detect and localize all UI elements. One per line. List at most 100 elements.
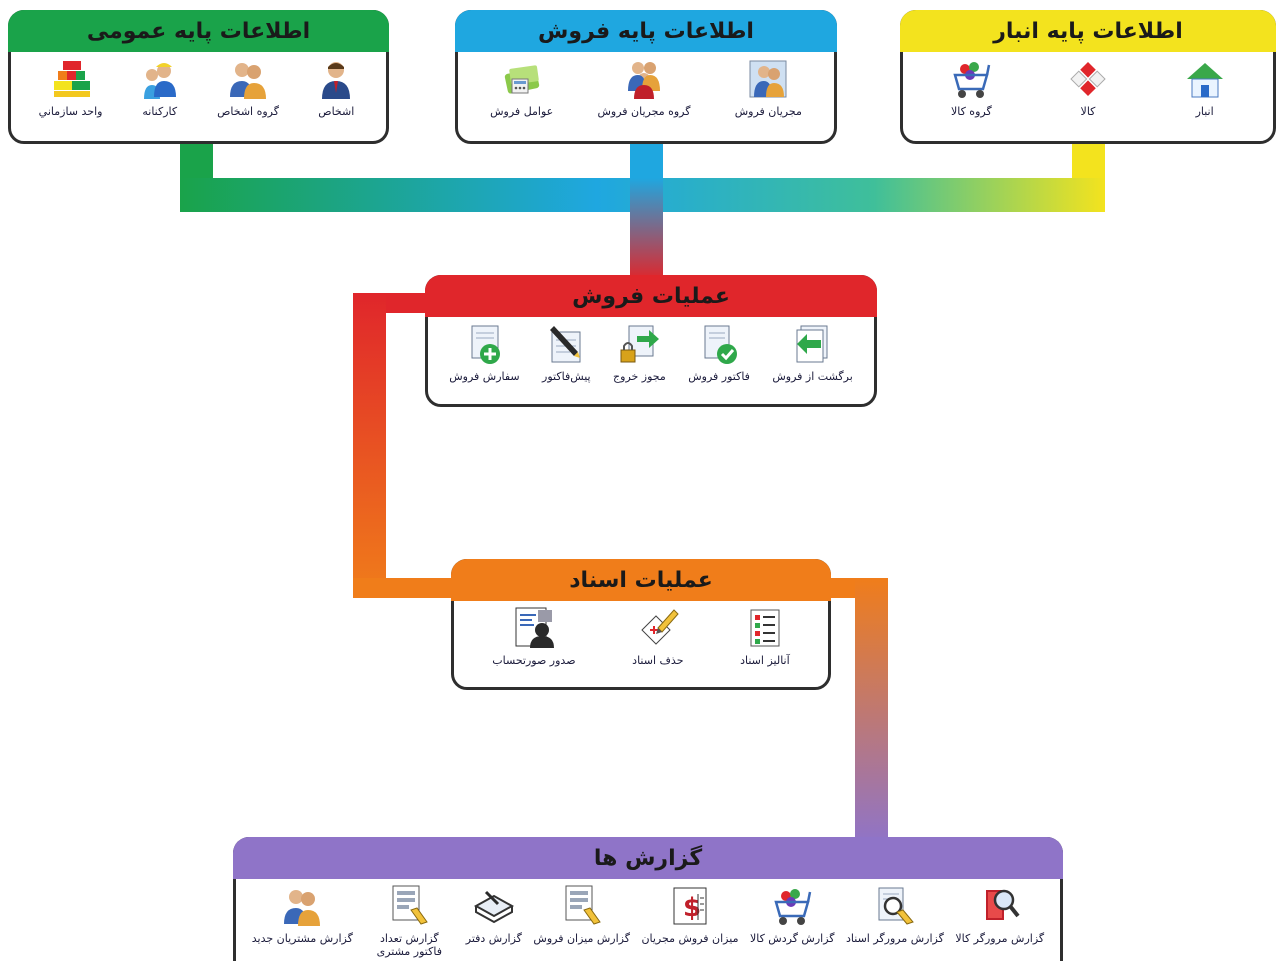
reports-item-new-customers-label: گزارش مشتریان جدید: [251, 932, 353, 945]
sales-ops-header: عملیات فروش: [425, 275, 877, 317]
reports-item-agents-sales-label: میزان فروش مجریان: [641, 932, 739, 945]
documents-item-billing[interactable]: صدور صورتحساب: [492, 606, 576, 667]
sales-ops-item-order[interactable]: سفارش فروش: [449, 322, 520, 383]
general-item-person-groups[interactable]: گروه اشخاص: [217, 57, 279, 118]
person-icon: [322, 62, 351, 99]
documents-title: عملیات اسناد: [569, 567, 713, 593]
general-item-staff-label: کارکنانه: [142, 105, 178, 118]
connector-right-vertical: [855, 578, 888, 843]
reports-item-docs-browser[interactable]: گزارش مرورگر اسناد: [846, 884, 944, 945]
general-item-org-unit-label: واحد سازماني: [38, 105, 103, 118]
reports-item-docs-browser-label: گزارش مرورگر اسناد: [846, 932, 944, 945]
connector-left-vertical: [353, 293, 386, 598]
sales-ops-title: عملیات فروش: [572, 283, 730, 309]
docs-browser-report-icon: [878, 887, 914, 925]
reports-item-new-customers[interactable]: گزارش مشتریان جدید: [252, 884, 353, 945]
sales-return-icon: [796, 325, 828, 363]
documents-panel: عملیات اسناد آنالیز اسناد حذف اسناد صدور…: [451, 559, 831, 690]
goods-turnover-report-icon: [774, 889, 812, 925]
warehouse-item-goods-group[interactable]: گروه کالا: [949, 57, 993, 118]
general-base-items: اشخاص گروه اشخاص کارکنانه واحد سازماني: [11, 57, 386, 137]
sales-ops-item-return[interactable]: برگشت از فروش: [772, 322, 853, 383]
pre-invoice-icon: [550, 326, 581, 363]
reports-item-customer-invoice-count[interactable]: گزارش تعداد فاکتور مشتری: [364, 884, 454, 958]
warehouse-base-title: اطلاعات پایه انبار: [993, 18, 1183, 44]
warehouse-item-warehouse-label: انبار: [1195, 105, 1214, 118]
reports-item-ledger[interactable]: گزارش دفتر: [466, 884, 522, 945]
reports-title: گزارش ها: [593, 845, 703, 871]
sales-ops-item-invoice[interactable]: فاکتور فروش: [688, 322, 750, 383]
sales-invoice-icon: [704, 325, 738, 364]
billing-icon: [515, 607, 554, 648]
sales-ops-item-exit-permit[interactable]: مجوز خروج: [613, 322, 666, 383]
connector-stem: [630, 178, 663, 280]
warehouse-item-goods-group-label: گروه کالا: [950, 105, 992, 118]
sales-ops-item-order-label: سفارش فروش: [449, 370, 520, 383]
new-customers-report-icon: [284, 890, 321, 926]
sales-factors-icon: [504, 65, 539, 94]
reports-item-customer-invoice-count-label: گزارش تعداد فاکتور مشتری: [376, 932, 442, 958]
documents-items: آنالیز اسناد حذف اسناد صدور صورتحساب: [454, 606, 828, 683]
sales-ops-item-pre-invoice-label: پیش‌فاکتور: [542, 370, 591, 383]
connector-left-bottom: [353, 578, 458, 598]
general-base-panel: اطلاعات پایه عمومی اشخاص گروه اشخاص کارک…: [8, 10, 389, 144]
documents-item-billing-label: صدور صورتحساب: [492, 654, 576, 667]
sales-ops-items: برگشت از فروش فاکتور فروش مجوز خروج پیش‌…: [428, 322, 874, 400]
goods-group-icon: [953, 62, 991, 98]
warehouse-base-panel: اطلاعات پایه انبار انبار کالا گروه کالا: [900, 10, 1276, 144]
documents-header: عملیات اسناد: [451, 559, 831, 601]
sales-base-item-agents-label: مجریان فروش: [734, 105, 802, 118]
agents-sales-report-icon: $: [673, 887, 707, 925]
documents-item-analysis-label: آنالیز اسناد: [740, 654, 790, 667]
general-item-persons-label: اشخاص: [318, 105, 355, 118]
sales-amount-report-icon: [565, 885, 601, 925]
sales-agents-group-icon: [627, 62, 660, 99]
svg-text:$: $: [683, 893, 701, 923]
sales-agents-icon: [749, 60, 787, 98]
warehouse-item-goods-label: کالا: [1080, 105, 1096, 118]
sales-base-items: مجریان فروش گروه مجریان فروش عوامل فروش: [458, 57, 834, 137]
staff-icon: [143, 63, 176, 99]
sales-base-item-factors[interactable]: عوامل فروش: [490, 57, 553, 118]
exit-permit-icon: [620, 325, 660, 363]
sales-base-title: اطلاعات پایه فروش: [538, 18, 754, 44]
general-item-persons[interactable]: اشخاص: [314, 57, 358, 118]
reports-item-sales-amount-label: گزارش میزان فروش: [533, 932, 630, 945]
reports-item-goods-turnover[interactable]: گزارش گردش کالا: [750, 884, 835, 945]
goods-icon: [1070, 62, 1106, 96]
doc-delete-icon: [641, 609, 679, 645]
sales-base-item-agent-groups-label: گروه مجریان فروش: [597, 105, 691, 118]
sales-ops-item-pre-invoice[interactable]: پیش‌فاکتور: [542, 322, 591, 383]
sales-base-header: اطلاعات پایه فروش: [455, 10, 837, 52]
general-base-title: اطلاعات پایه عمومی: [86, 18, 311, 44]
reports-panel: گزارش ها گزارش مرورگر کالا گزارش مرورگر …: [233, 837, 1063, 961]
reports-item-ledger-label: گزارش دفتر: [465, 932, 522, 945]
org-unit-icon: [53, 61, 90, 97]
sales-base-panel: اطلاعات پایه فروش مجریان فروش گروه مجریا…: [455, 10, 837, 144]
sales-base-item-factors-label: عوامل فروش: [490, 105, 554, 118]
sales-order-icon: [471, 325, 501, 364]
reports-item-goods-turnover-label: گزارش گردش کالا: [749, 932, 835, 945]
sales-ops-item-return-label: برگشت از فروش: [772, 370, 853, 383]
sales-base-item-agents[interactable]: مجریان فروش: [735, 57, 802, 118]
warehouse-item-warehouse[interactable]: انبار: [1183, 57, 1227, 118]
sales-ops-item-exit-permit-label: مجوز خروج: [613, 370, 666, 383]
reports-header: گزارش ها: [233, 837, 1063, 879]
sales-ops-panel: عملیات فروش برگشت از فروش فاکتور فروش مج…: [425, 275, 877, 407]
warehouse-item-goods[interactable]: کالا: [1066, 57, 1110, 118]
general-item-org-unit[interactable]: واحد سازماني: [38, 57, 103, 118]
ledger-report-icon: [473, 890, 514, 924]
goods-browser-report-icon: [985, 889, 1020, 920]
general-item-person-groups-label: گروه اشخاص: [217, 105, 279, 118]
customer-invoice-count-report-icon: [392, 885, 429, 925]
reports-item-agents-sales[interactable]: $ میزان فروش مجریان: [641, 884, 738, 945]
documents-item-analysis[interactable]: آنالیز اسناد: [740, 606, 790, 667]
reports-item-sales-amount[interactable]: گزارش میزان فروش: [533, 884, 630, 945]
sales-ops-item-invoice-label: فاکتور فروش: [688, 370, 750, 383]
general-item-staff[interactable]: کارکنانه: [138, 57, 182, 118]
sales-base-item-agent-groups[interactable]: گروه مجریان فروش: [597, 57, 690, 118]
reports-item-goods-browser[interactable]: گزارش مرورگر کالا: [955, 884, 1044, 945]
reports-items: گزارش مرورگر کالا گزارش مرورگر اسناد گزا…: [236, 884, 1060, 958]
documents-item-delete[interactable]: حذف اسناد: [632, 606, 684, 667]
